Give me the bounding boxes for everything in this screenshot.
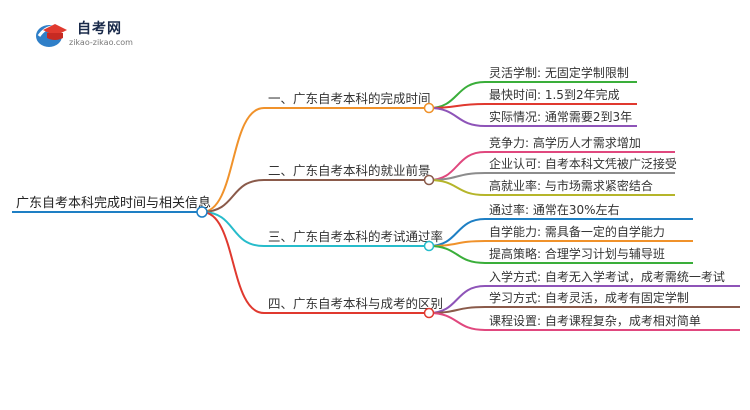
branch-connector <box>201 211 265 314</box>
branch-connector <box>201 179 265 213</box>
leaf-label: 通过率: 通常在30%左右 <box>489 202 620 217</box>
leaf-connector <box>428 312 486 331</box>
root-label: 广东自考本科完成时间与相关信息 <box>16 195 211 211</box>
leaf-label: 最快时间: 1.5到2年完成 <box>489 87 620 102</box>
branch-label: 一、广东自考本科的完成时间 <box>268 91 431 106</box>
branch-node[interactable] <box>423 307 435 319</box>
leaf-label: 灵活学制: 无固定学制限制 <box>489 65 629 80</box>
leaf-label: 学习方式: 自考灵活，成考有固定学制 <box>489 290 689 305</box>
leaf-connector <box>428 103 486 109</box>
leaf-label: 自学能力: 需具备一定的自学能力 <box>489 224 665 239</box>
branch-label: 四、广东自考本科与成考的区别 <box>268 296 443 311</box>
graduation-cap-icon <box>36 24 67 47</box>
leaf-connector <box>428 245 486 264</box>
branch-label: 三、广东自考本科的考试通过率 <box>268 229 443 244</box>
root-node[interactable] <box>196 206 208 218</box>
leaf-connector <box>428 107 486 127</box>
leaf-connector <box>428 172 486 181</box>
site-logo[interactable]: 自考网 zikao-zikao.com <box>33 14 163 54</box>
branch-node[interactable] <box>423 102 435 114</box>
branch-connector <box>201 211 265 247</box>
branch-connector <box>201 107 265 213</box>
branch-node[interactable] <box>423 240 435 252</box>
leaf-label: 提高策略: 合理学习计划与辅导班 <box>489 246 665 261</box>
leaf-label: 高就业率: 与市场需求紧密结合 <box>489 178 653 193</box>
leaf-label: 竞争力: 高学历人才需求增加 <box>489 135 641 150</box>
branch-label: 二、广东自考本科的就业前景 <box>268 163 431 178</box>
leaf-connector <box>428 179 486 196</box>
leaf-label: 实际情况: 通常需要2到3年 <box>489 109 632 124</box>
branch-node[interactable] <box>423 174 435 186</box>
leaf-label: 企业认可: 自考本科文凭被广泛接受 <box>489 156 677 171</box>
logo-name: 自考网 <box>77 21 122 37</box>
logo-domain: zikao-zikao.com <box>69 38 133 47</box>
leaf-label: 课程设置: 自考课程复杂，成考相对简单 <box>489 313 701 328</box>
leaf-label: 入学方式: 自考无入学考试，成考需统一考试 <box>489 269 725 284</box>
